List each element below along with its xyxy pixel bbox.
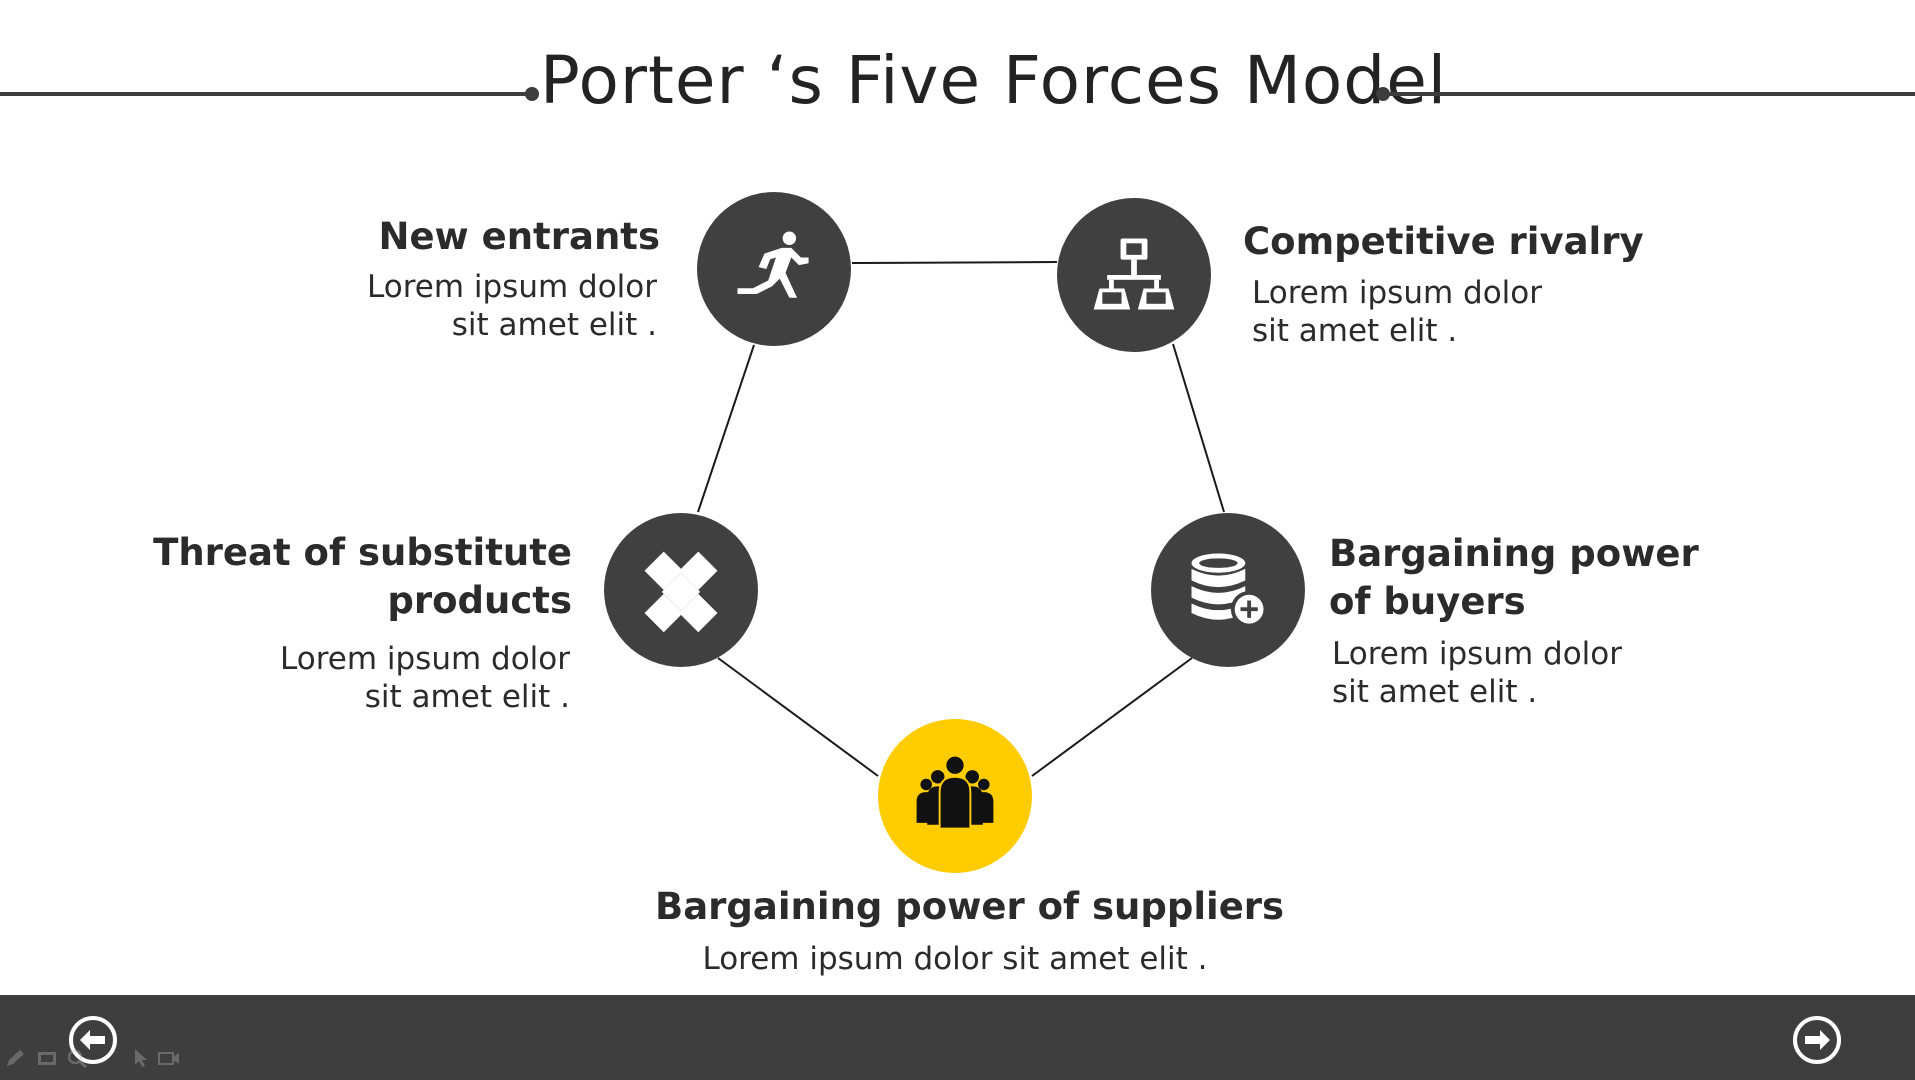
presentation-bottom-bar: [0, 995, 1915, 1080]
pen-icon: [7, 1050, 24, 1066]
heading-buyers-line1: Bargaining power: [1329, 532, 1699, 575]
title-rule-right: [1380, 92, 1915, 96]
body-suppliers: Lorem ipsum dolor sit amet elit .: [702, 941, 1208, 977]
diamond-pattern-icon: [644, 551, 718, 633]
pointer-tool-button[interactable]: [130, 1048, 152, 1068]
group-icon: [916, 754, 994, 830]
zoom-tool-button[interactable]: [66, 1048, 88, 1069]
connector-substitutes-entrants: [697, 344, 755, 513]
node-new-entrants: [697, 192, 851, 346]
heading-new-entrants: New entrants: [378, 215, 660, 258]
network-icon: [1093, 238, 1175, 310]
connector-suppliers-substitutes: [717, 657, 879, 777]
next-slide-button[interactable]: [1792, 1015, 1842, 1065]
connector-entrants-rivalry: [851, 261, 1058, 264]
body-new-entrants: Lorem ipsum dolor sit amet elit .: [367, 269, 657, 343]
heading-suppliers: Bargaining power of suppliers: [655, 885, 1285, 928]
connector-rivalry-buyers: [1172, 343, 1225, 513]
node-suppliers: [878, 719, 1032, 873]
body-buyers: Lorem ipsum dolor sit amet elit .: [1332, 636, 1622, 710]
heading-competitive-rivalry: Competitive rivalry: [1243, 220, 1644, 263]
camera-icon: [158, 1052, 179, 1065]
slides-icon: [38, 1052, 56, 1065]
body-competitive-rivalry: Lorem ipsum dolor sit amet elit .: [1252, 275, 1542, 349]
node-substitutes: [604, 513, 758, 667]
heading-substitutes-line2: products: [387, 579, 572, 622]
heading-buyers-line2: of buyers: [1329, 580, 1526, 623]
zoom-icon: [67, 1049, 87, 1069]
pointer-icon: [135, 1049, 147, 1067]
body-substitutes: Lorem ipsum dolor sit amet elit .: [280, 641, 570, 715]
arrow-left-circle-icon: [69, 1016, 117, 1064]
title-rule-left: [0, 92, 530, 96]
camera-tool-button[interactable]: [158, 1048, 180, 1068]
database-add-icon: [1191, 553, 1268, 628]
pen-tool-button[interactable]: [4, 1048, 26, 1068]
node-competitive-rivalry: [1057, 198, 1211, 352]
heading-substitutes-line1: Threat of substitute: [153, 531, 572, 574]
title-rule-left-dot: [525, 87, 539, 101]
previous-slide-button[interactable]: [68, 1015, 118, 1065]
arrow-right-circle-icon: [1793, 1016, 1841, 1064]
connector-buyers-suppliers: [1031, 657, 1193, 777]
node-buyers: [1151, 513, 1305, 667]
runner-icon: [737, 231, 809, 298]
page-title: Porter ‘s Five Forces Model: [540, 42, 1448, 119]
slides-tool-button[interactable]: [36, 1048, 58, 1068]
